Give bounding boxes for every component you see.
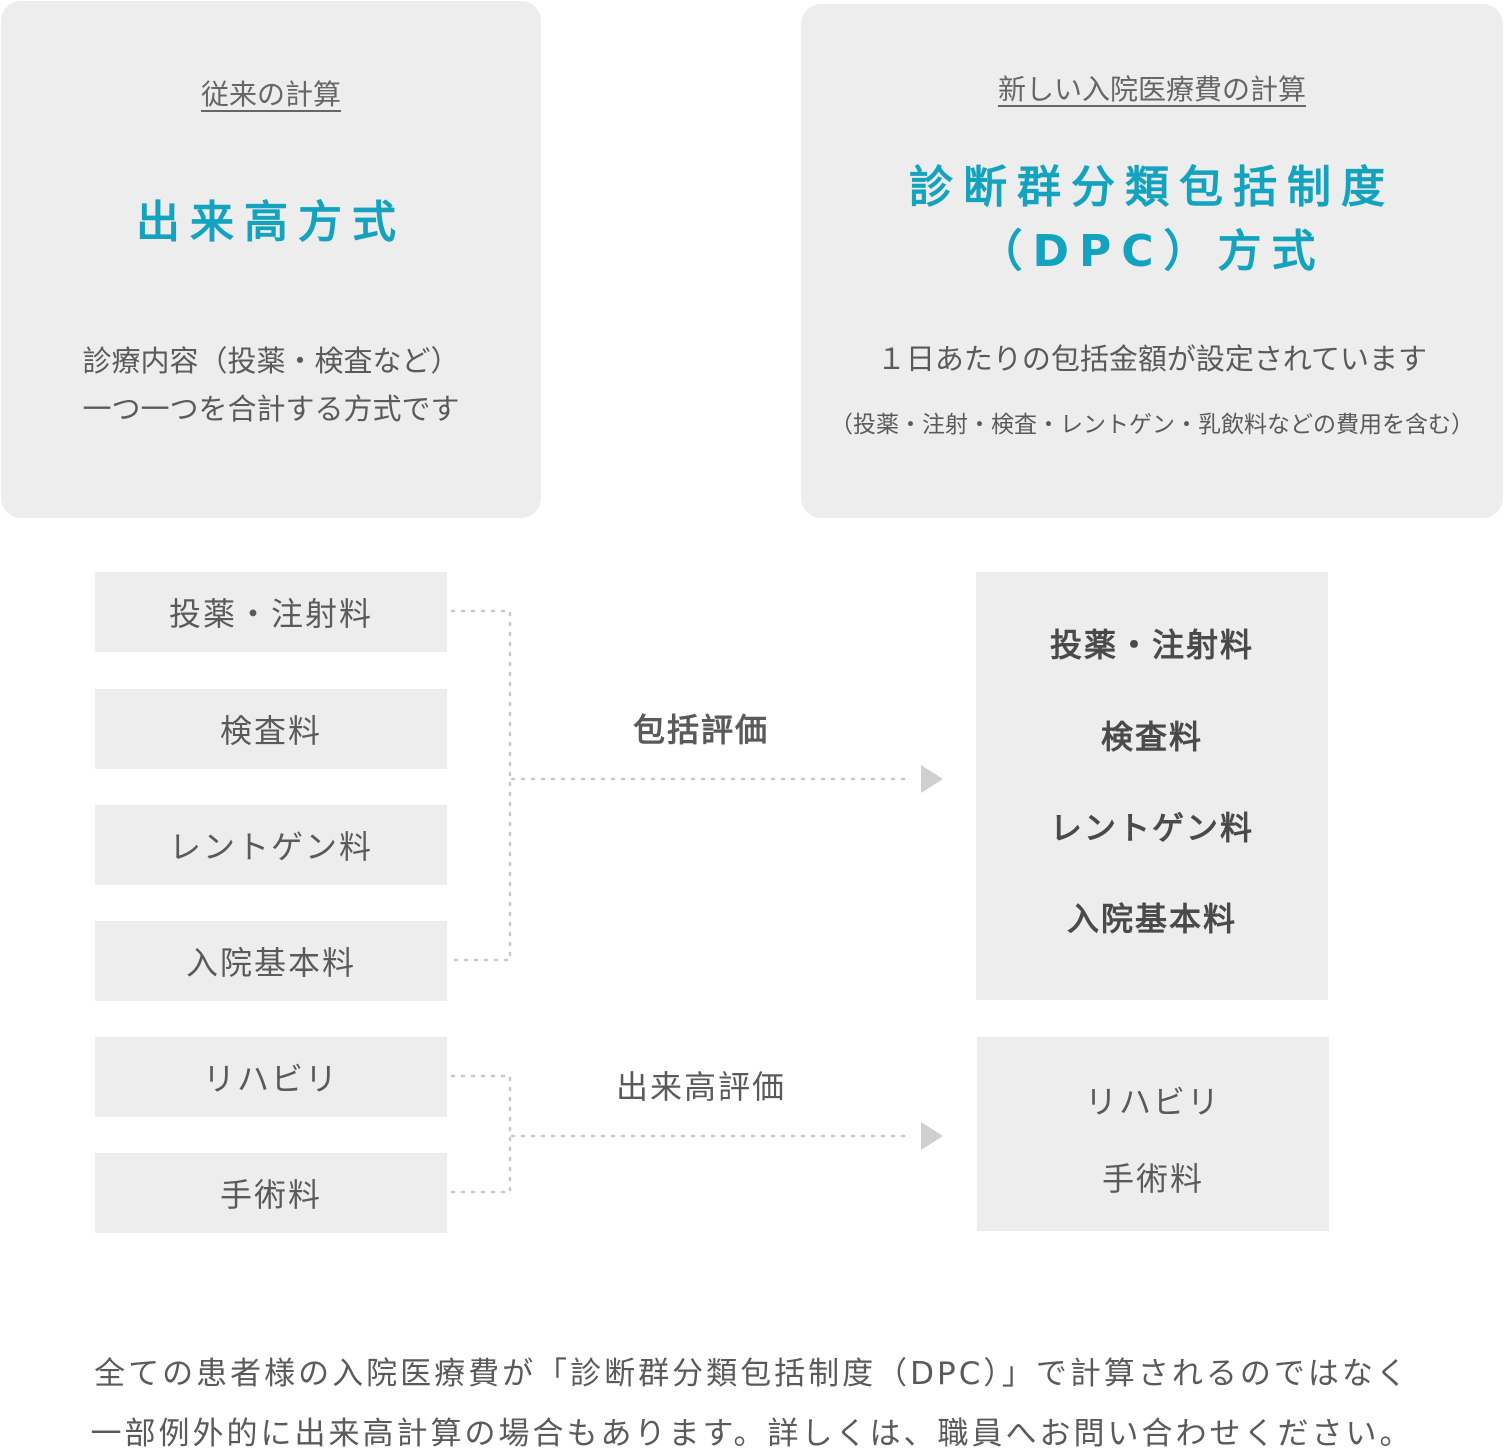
fee-item-surgery: 手術料 xyxy=(1101,1160,1204,1198)
traditional-description-line2: 一つ一つを合計する方式です xyxy=(82,392,460,426)
item-examination: 検査料 xyxy=(95,689,447,769)
traditional-title: 出来高方式 xyxy=(136,197,406,248)
dpc-title-line1: 診断群分類包括制度 xyxy=(909,162,1395,213)
dpc-subtitle: 新しい入院医療費の計算 xyxy=(997,73,1306,106)
bundled-item-examination: 検査料 xyxy=(1100,718,1203,756)
bundled-item-hospitalization: 入院基本料 xyxy=(1066,900,1237,938)
fee-result-box: リハビリ 手術料 xyxy=(977,1037,1329,1231)
traditional-method-panel: 従来の計算 出来高方式 診療内容（投薬・検査など） 一つ一つを合計する方式です xyxy=(1,1,541,518)
bundled-item-medication: 投薬・注射料 xyxy=(1049,626,1254,664)
item-surgery: 手術料 xyxy=(95,1153,447,1233)
bundled-arrowhead xyxy=(921,765,943,793)
fee-arrowhead xyxy=(921,1122,943,1150)
fee-for-service-label: 出来高評価 xyxy=(616,1068,787,1106)
item-medication-injection: 投薬・注射料 xyxy=(95,572,447,652)
bundled-item-xray: レントゲン料 xyxy=(1049,809,1254,847)
traditional-description-line1: 診療内容（投薬・検査など） xyxy=(82,344,460,378)
item-xray: レントゲン料 xyxy=(95,805,447,885)
fee-item-rehabilitation: リハビリ xyxy=(1084,1083,1221,1121)
traditional-subtitle: 従来の計算 xyxy=(200,78,341,111)
dpc-title: 診断群分類包括制度 （DPC）方式 xyxy=(801,156,1503,284)
footer-note-line1: 全ての患者様の入院医療費が「診断群分類包括制度（DPC）」で計算されるのではなく xyxy=(94,1356,1410,1392)
bundled-result-box: 投薬・注射料 検査料 レントゲン料 入院基本料 xyxy=(976,572,1328,1000)
dpc-method-panel: 新しい入院医療費の計算 診断群分類包括制度 （DPC）方式 １日あたりの包括金額… xyxy=(801,4,1503,518)
traditional-description: 診療内容（投薬・検査など） 一つ一つを合計する方式です xyxy=(1,337,541,433)
item-rehabilitation: リハビリ xyxy=(95,1037,447,1117)
fee-bracket xyxy=(450,1074,512,1194)
dpc-note: （投薬・注射・検査・レントゲン・乳飲料などの費用を含む） xyxy=(830,412,1474,438)
dpc-description: １日あたりの包括金額が設定されています xyxy=(876,342,1428,376)
footer-note-line2: 一部例外的に出来高計算の場合もあります。詳しくは、職員へお問い合わせください。 xyxy=(90,1416,1414,1452)
bundled-bracket xyxy=(450,609,512,962)
dpc-title-line2: （DPC）方式 xyxy=(978,226,1326,277)
bundled-evaluation-label: 包括評価 xyxy=(633,711,770,749)
item-hospitalization-basic: 入院基本料 xyxy=(95,921,447,1001)
